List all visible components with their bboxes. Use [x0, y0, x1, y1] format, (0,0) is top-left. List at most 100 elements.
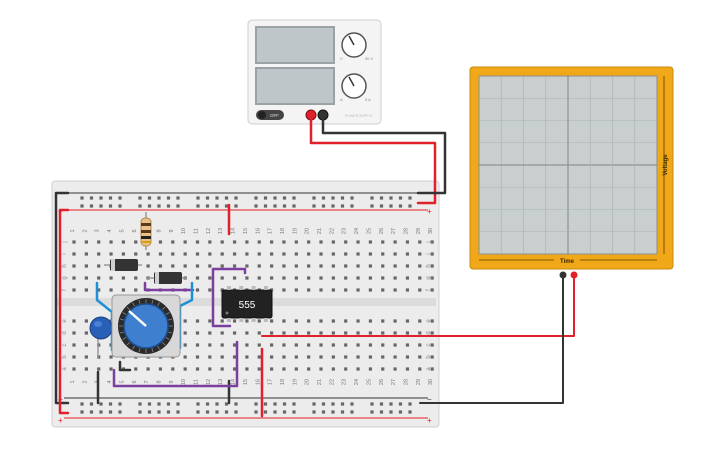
breadboard-hole[interactable]	[350, 402, 354, 406]
negative-terminal[interactable]	[317, 109, 329, 121]
oscilloscope[interactable]: Time Voltage	[469, 66, 674, 279]
breadboard-hole[interactable]	[368, 367, 372, 371]
scope-ground-wire[interactable]	[419, 274, 564, 404]
breadboard-hole[interactable]	[393, 240, 397, 244]
breadboard-hole[interactable]	[121, 252, 125, 256]
breadboard-hole[interactable]	[319, 331, 323, 335]
breadboard-hole[interactable]	[72, 288, 76, 292]
breadboard-hole[interactable]	[108, 196, 113, 200]
breadboard-hole[interactable]	[282, 196, 287, 200]
breadboard-hole[interactable]	[208, 288, 212, 292]
breadboard-hole[interactable]	[196, 196, 200, 200]
breadboard-hole[interactable]	[183, 331, 187, 335]
breadboard-hole[interactable]	[319, 276, 323, 280]
breadboard-hole[interactable]	[245, 331, 249, 335]
breadboard-hole[interactable]	[331, 196, 335, 200]
breadboard-hole[interactable]	[97, 264, 101, 268]
components[interactable]: 555	[89, 212, 273, 358]
breadboard-hole[interactable]	[232, 264, 237, 268]
breadboard-hole[interactable]	[72, 240, 76, 244]
breadboard-hole[interactable]	[84, 288, 88, 292]
breadboard-hole[interactable]	[331, 276, 335, 280]
breadboard-hole[interactable]	[232, 252, 237, 256]
breadboard-hole[interactable]	[294, 276, 298, 280]
breadboard-hole[interactable]	[270, 343, 274, 347]
breadboard-hole[interactable]	[232, 355, 237, 359]
breadboard-hole[interactable]	[405, 264, 410, 268]
breadboard-hole[interactable]	[208, 240, 212, 244]
breadboard-hole[interactable]	[408, 204, 412, 208]
breadboard-hole[interactable]	[208, 252, 212, 256]
breadboard-hole[interactable]	[257, 331, 261, 335]
breadboard-hole[interactable]	[183, 319, 187, 323]
breadboard-hole[interactable]	[157, 402, 161, 406]
breadboard-hole[interactable]	[171, 367, 175, 371]
breadboard-hole[interactable]	[381, 319, 385, 323]
breadboard-hole[interactable]	[147, 204, 152, 208]
breadboard-hole[interactable]	[195, 319, 200, 323]
breadboard-hole[interactable]	[393, 288, 397, 292]
breadboard-hole[interactable]	[208, 264, 212, 268]
breadboard-hole[interactable]	[72, 319, 76, 323]
breadboard-hole[interactable]	[134, 240, 138, 244]
breadboard-hole[interactable]	[121, 288, 125, 292]
breadboard-hole[interactable]	[72, 264, 76, 268]
breadboard-hole[interactable]	[379, 402, 384, 406]
breadboard-hole[interactable]	[220, 288, 224, 292]
breadboard-hole[interactable]	[134, 367, 138, 371]
breadboard-hole[interactable]	[418, 355, 422, 359]
breadboard-hole[interactable]	[368, 331, 372, 335]
breadboard-hole[interactable]	[138, 196, 142, 200]
breadboard-hole[interactable]	[319, 240, 323, 244]
breadboard-hole[interactable]	[72, 343, 76, 347]
breadboard-hole[interactable]	[195, 331, 200, 335]
breadboard-hole[interactable]	[147, 196, 152, 200]
breadboard-hole[interactable]	[344, 355, 348, 359]
breadboard-hole[interactable]	[263, 196, 268, 200]
breadboard-hole[interactable]	[356, 276, 360, 280]
breadboard-hole[interactable]	[389, 402, 393, 406]
breadboard-hole[interactable]	[157, 204, 161, 208]
breadboard-hole[interactable]	[307, 252, 311, 256]
breadboard-hole[interactable]	[430, 331, 434, 335]
breadboard-hole[interactable]	[205, 410, 210, 414]
breadboard-hole[interactable]	[254, 204, 258, 208]
breadboard-hole[interactable]	[183, 355, 187, 359]
breadboard-hole[interactable]	[331, 410, 335, 414]
supply-positive-wire[interactable]	[309, 118, 437, 205]
breadboard-hole[interactable]	[356, 240, 360, 244]
breadboard-hole[interactable]	[220, 367, 224, 371]
breadboard-hole[interactable]	[195, 252, 200, 256]
left-vcc-jumper[interactable]	[58, 208, 70, 415]
breadboard-hole[interactable]	[215, 196, 219, 200]
breadboard-hole[interactable]	[408, 402, 412, 406]
breadboard-hole[interactable]	[80, 410, 84, 414]
breadboard-hole[interactable]	[307, 343, 311, 347]
breadboard-hole[interactable]	[350, 196, 354, 200]
breadboard-hole[interactable]	[331, 402, 335, 406]
breadboard-hole[interactable]	[84, 355, 88, 359]
breadboard-hole[interactable]	[340, 410, 345, 414]
breadboard-hole[interactable]	[220, 331, 224, 335]
breadboard-hole[interactable]	[195, 240, 200, 244]
breadboard-hole[interactable]	[331, 264, 335, 268]
breadboard-hole[interactable]	[294, 331, 298, 335]
breadboard-hole[interactable]	[368, 240, 372, 244]
breadboard-hole[interactable]	[282, 402, 287, 406]
breadboard-hole[interactable]	[319, 288, 323, 292]
breadboard-hole[interactable]	[171, 240, 175, 244]
breadboard-hole[interactable]	[381, 276, 385, 280]
breadboard-hole[interactable]	[134, 252, 138, 256]
breadboard-hole[interactable]	[389, 204, 393, 208]
breadboard-hole[interactable]	[430, 276, 434, 280]
breadboard-hole[interactable]	[418, 288, 422, 292]
breadboard-hole[interactable]	[257, 240, 261, 244]
breadboard-hole[interactable]	[72, 331, 76, 335]
breadboard-hole[interactable]	[138, 410, 142, 414]
breadboard-hole[interactable]	[405, 276, 410, 280]
breadboard-hole[interactable]	[109, 367, 113, 371]
breadboard-hole[interactable]	[356, 319, 360, 323]
breadboard-hole[interactable]	[99, 410, 103, 414]
breadboard-hole[interactable]	[232, 276, 237, 280]
timer-chip[interactable]: 555	[221, 286, 273, 322]
